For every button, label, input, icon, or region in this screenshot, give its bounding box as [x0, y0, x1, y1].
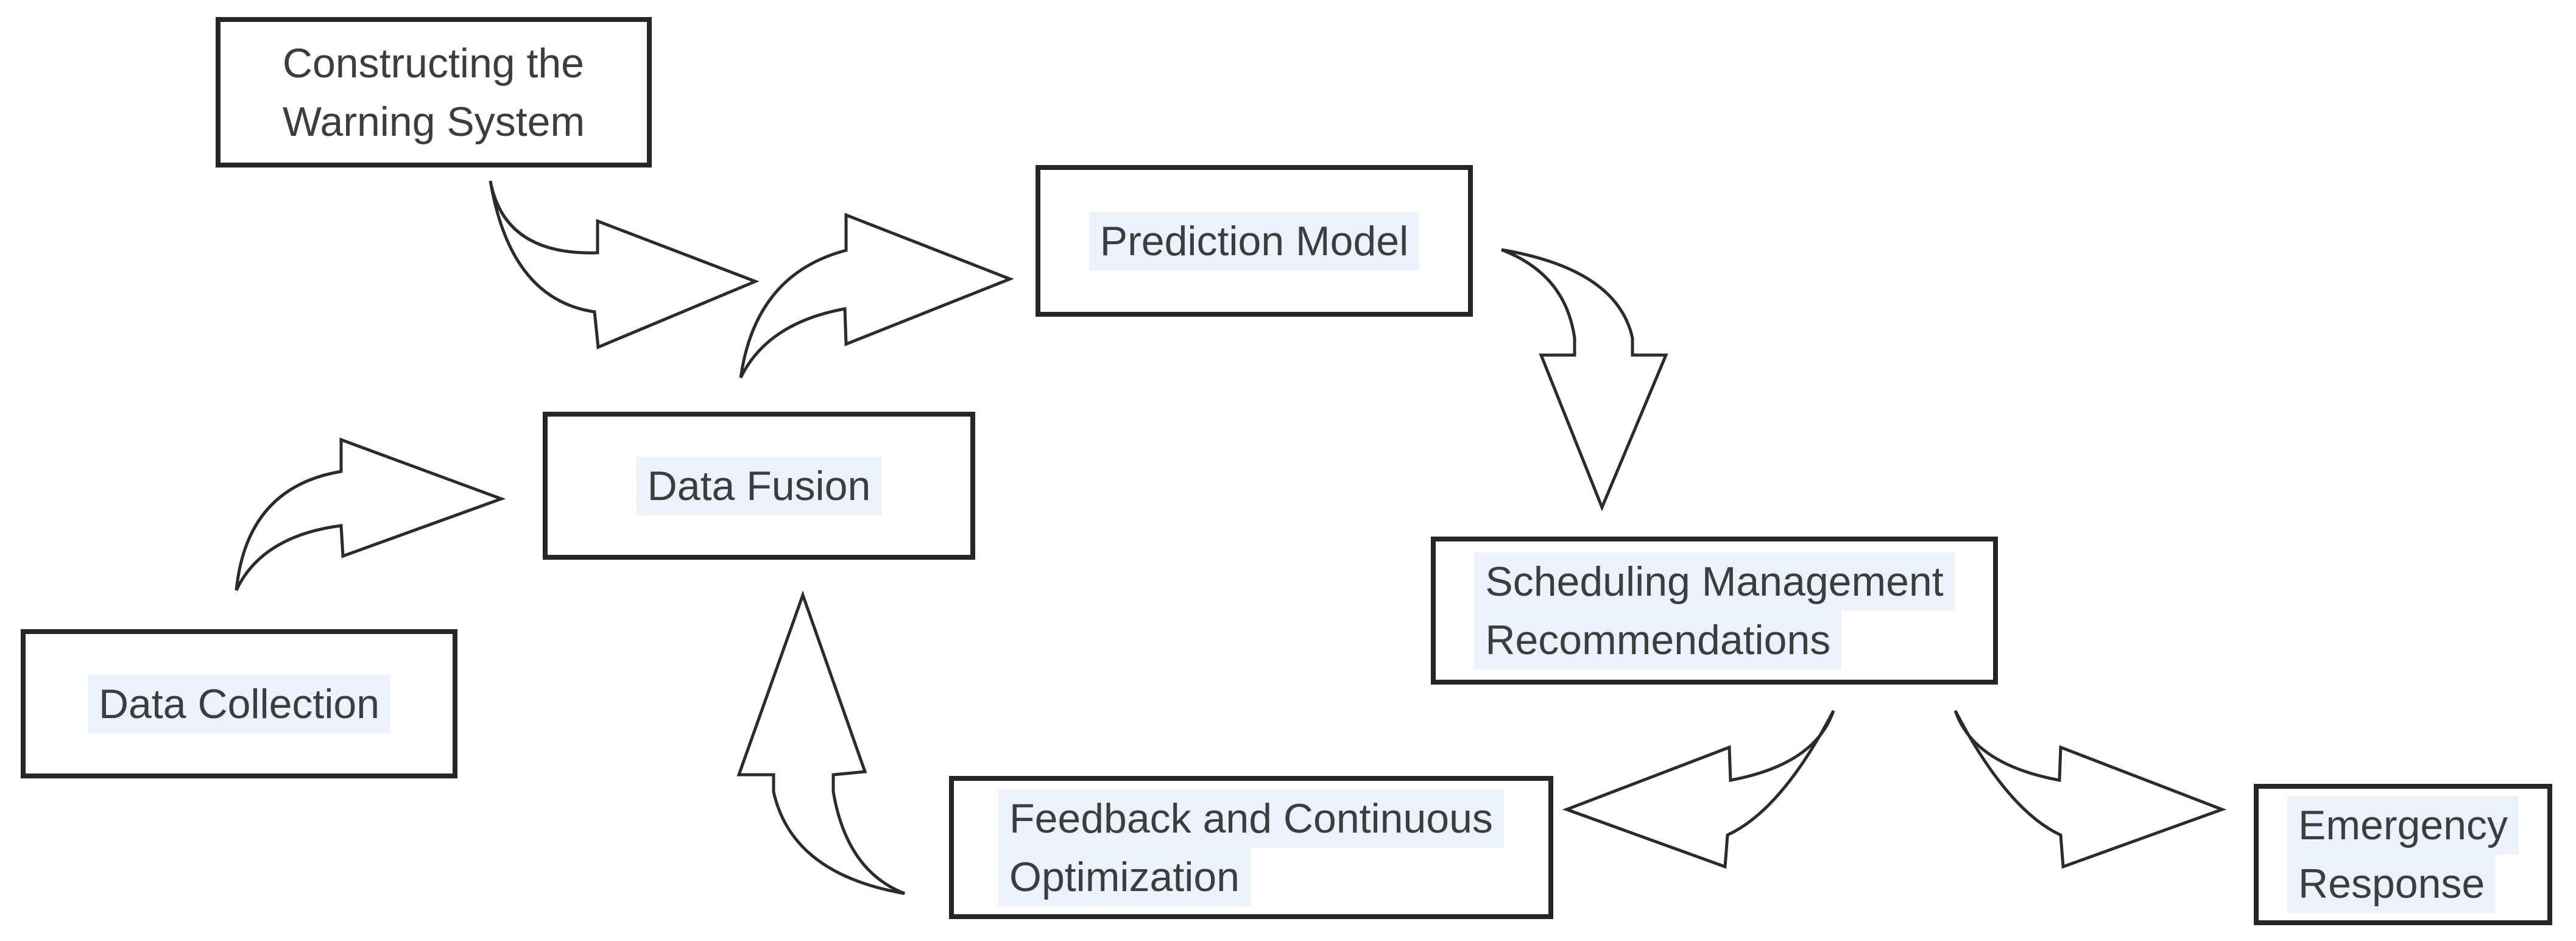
node-label-line: Constructing the — [282, 40, 585, 86]
node-label-line: Warning System — [282, 98, 585, 145]
arrow-constructing-warning-system-to-data-fusion-icon — [489, 180, 760, 350]
node-constructing-warning-system: Constructing the Warning System — [216, 17, 652, 167]
node-label: Feedback and Continuous Optimization — [998, 789, 1504, 906]
node-label-line: Data Fusion — [636, 456, 882, 515]
node-label-line: Data Collection — [87, 674, 391, 733]
node-label-line: Recommendations — [1474, 610, 1842, 669]
node-prediction-model: Prediction Model — [1036, 165, 1473, 317]
node-label: Data Fusion — [636, 456, 882, 515]
node-label: Prediction Model — [1089, 211, 1420, 270]
arrow-feedback-to-data-fusion-icon — [736, 590, 905, 895]
node-feedback-continuous-optimization: Feedback and Continuous Optimization — [949, 776, 1553, 919]
node-data-collection: Data Collection — [21, 629, 457, 778]
node-emergency-response: Emergency Response — [2254, 784, 2552, 925]
node-label: Emergency Response — [2287, 796, 2519, 913]
arrow-scheduling-to-emergency-response-icon — [1953, 710, 2227, 869]
node-label-line: Scheduling Management — [1474, 552, 1955, 611]
node-label-line: Optimization — [998, 847, 1251, 906]
node-label: Data Collection — [87, 674, 391, 733]
node-label-line: Emergency — [2287, 796, 2519, 855]
node-label-line: Response — [2287, 855, 2496, 913]
node-label: Scheduling Management Recommendations — [1474, 552, 1955, 669]
node-label-line: Feedback and Continuous — [998, 789, 1504, 848]
arrow-prediction-model-to-scheduling-icon — [1501, 248, 1668, 512]
arrow-data-collection-to-data-fusion-icon — [235, 437, 506, 591]
arrow-scheduling-to-feedback-icon — [1562, 710, 1835, 869]
node-data-fusion: Data Fusion — [543, 412, 975, 560]
node-label-line: Prediction Model — [1089, 211, 1420, 270]
node-scheduling-management-recommendations: Scheduling Management Recommendations — [1431, 537, 1998, 685]
arrow-data-fusion-to-prediction-model-icon — [739, 213, 1014, 379]
node-label: Constructing the Warning System — [272, 34, 596, 151]
